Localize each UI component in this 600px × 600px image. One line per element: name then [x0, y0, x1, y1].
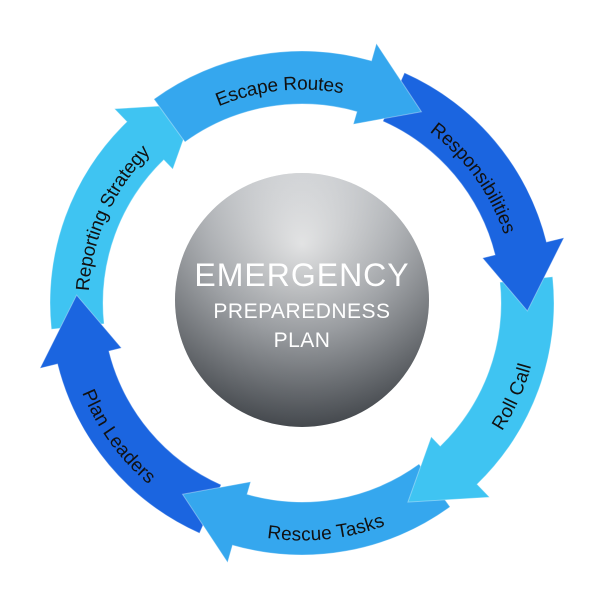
arrow-segment-escape: [153, 42, 423, 143]
center-title-line1: EMERGENCY: [194, 257, 409, 293]
arrow-segment-reporting: [49, 103, 197, 330]
arrow-segment-rescue: [181, 463, 451, 564]
arrow-ring: [39, 42, 565, 564]
arrow-segment-roll: [407, 276, 555, 503]
center-title-line2: PREPAREDNESS: [213, 300, 390, 323]
arrow-segment-leaders: [39, 294, 222, 534]
center-title-line3: PLAN: [274, 329, 331, 352]
center-circle: EMERGENCY PREPAREDNESS PLAN: [175, 173, 429, 427]
arrow-segment-responsibilities: [382, 72, 565, 312]
